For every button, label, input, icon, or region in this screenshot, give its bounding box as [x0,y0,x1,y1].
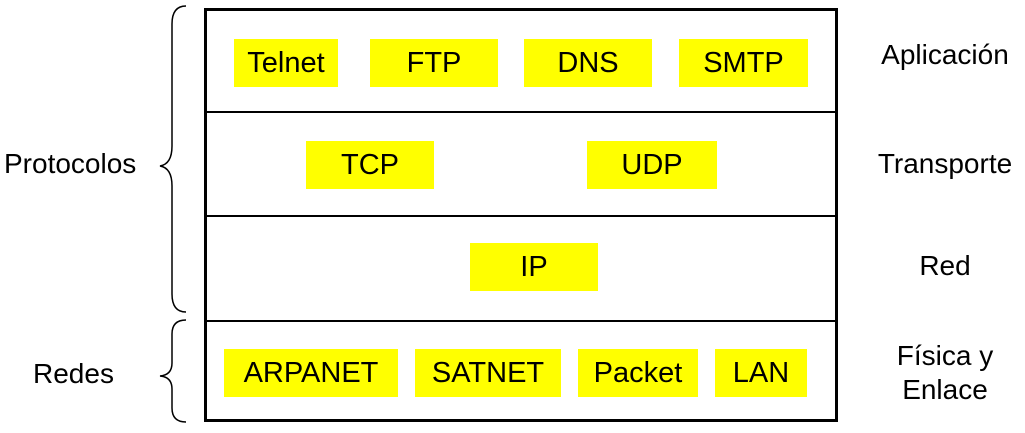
layer-divider [207,215,835,217]
protocol-ftp: FTP [370,39,498,87]
protocol-ip: IP [470,243,598,291]
layer-name-network: Red [919,250,971,281]
layer-divider [207,320,835,322]
layer-name-physical-link: Física y Enlace [868,339,1022,407]
protocol-telnet: Telnet [234,39,338,87]
layer-name-physical-line2: Enlace [902,374,988,405]
network-lan: LAN [715,349,807,397]
protocol-smtp: SMTP [679,39,808,87]
protocols-group-label: Protocolos [4,148,137,179]
layer-divider [207,111,835,113]
protocols-brace [159,5,187,313]
networks-group-label: Redes [33,358,114,389]
layer-name-transport: Transporte [877,148,1013,179]
layer-stack: Telnet FTP DNS SMTP TCP UDP IP ARPANET S… [204,8,838,422]
networks-brace [159,319,187,423]
network-satnet: SATNET [415,349,561,397]
layer-name-application: Aplicación [881,39,1009,70]
protocol-tcp: TCP [306,141,434,189]
protocol-dns: DNS [524,39,652,87]
network-arpanet: ARPANET [224,349,398,397]
network-packet: Packet [578,349,698,397]
protocol-udp: UDP [587,141,717,189]
layer-name-physical-line1: Física y [896,340,994,371]
